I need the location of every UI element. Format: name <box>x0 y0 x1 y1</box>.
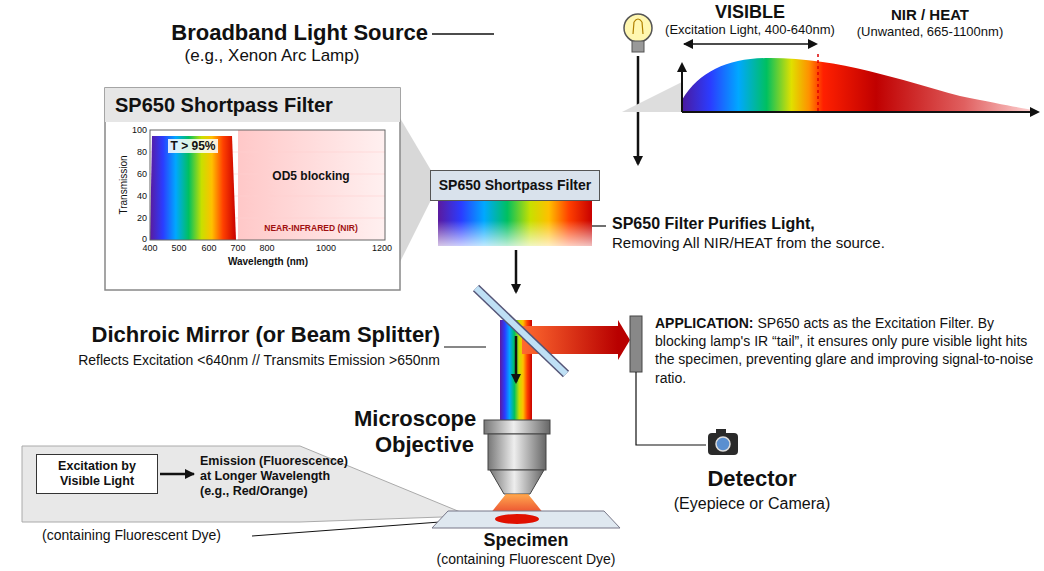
node-text: Emission (Fluorescence) at Longer Wavele… <box>196 452 366 501</box>
chart-label: OD5 blocking <box>272 169 349 183</box>
text-label: SP650 Filter Purifies Light, <box>612 214 815 233</box>
application-note: APPLICATION:SP650 acts as the Excitation… <box>655 314 1035 387</box>
text-label: (Eyepiece or Camera) <box>674 494 831 513</box>
chart-label: 1200 <box>372 243 392 254</box>
arrow-connector <box>160 473 194 476</box>
text-label: (Unwanted, 665-1100nm) <box>857 24 1003 40</box>
inset-chart-panel: SP650 Shortpass Filter <box>105 88 400 290</box>
chart-label: Wavelength (nm) <box>228 256 308 268</box>
chart-label: 1000 <box>316 243 336 254</box>
filter-box: SP650 Shortpass Filter <box>430 170 601 201</box>
chart-label: 400 <box>142 243 157 254</box>
chart-label: 700 <box>230 243 245 254</box>
chart-label: 80 <box>137 147 147 158</box>
chart-label: 0 <box>142 234 147 245</box>
text-label: NIR / HEAT <box>891 6 969 24</box>
text-label: Removing All NIR/HEAT from the source. <box>612 234 885 252</box>
text-label: VISIBLE <box>715 2 785 24</box>
chart-label: 100 <box>132 125 147 136</box>
text-label: (e.g., Xenon Arc Lamp) <box>185 46 360 66</box>
text-label: Broadband Light Source <box>171 20 428 46</box>
chart-label: 20 <box>137 213 147 224</box>
node-text: Excitation by Visible Light <box>37 455 157 493</box>
chart-label: Transmission <box>118 155 130 214</box>
node-text: SP650 Shortpass Filter <box>105 88 400 122</box>
text-label: Detector <box>707 466 796 492</box>
chart-label: NEAR-INFRARED (NIR) <box>264 223 358 233</box>
process-box: Excitation by Visible Light <box>36 454 158 494</box>
text-label: Microscope Objective <box>354 406 474 459</box>
text-label: Dichroic Mirror (or Beam Splitter) <box>92 322 440 348</box>
emission-note: Emission (Fluorescence) at Longer Wavele… <box>196 452 366 501</box>
text-label: (containing Fluorescent Dye) <box>437 551 616 568</box>
note-heading: APPLICATION: <box>655 315 754 331</box>
node-text: SP650 Shortpass Filter <box>431 171 600 200</box>
chart-label: T > 95% <box>168 139 217 153</box>
chart-label: 800 <box>259 243 274 254</box>
text-label: Reflects Excitation <640nm // Transmits … <box>78 352 440 369</box>
chart-label: 40 <box>137 191 147 202</box>
chart-label: 60 <box>137 169 147 180</box>
chart-label: 500 <box>171 243 186 254</box>
text-label: Specimen <box>483 530 568 552</box>
chart-label: 600 <box>201 243 216 254</box>
text-label: (containing Fluorescent Dye) <box>42 527 221 544</box>
text-label: (Excitation Light, 400-640nm) <box>665 22 835 38</box>
